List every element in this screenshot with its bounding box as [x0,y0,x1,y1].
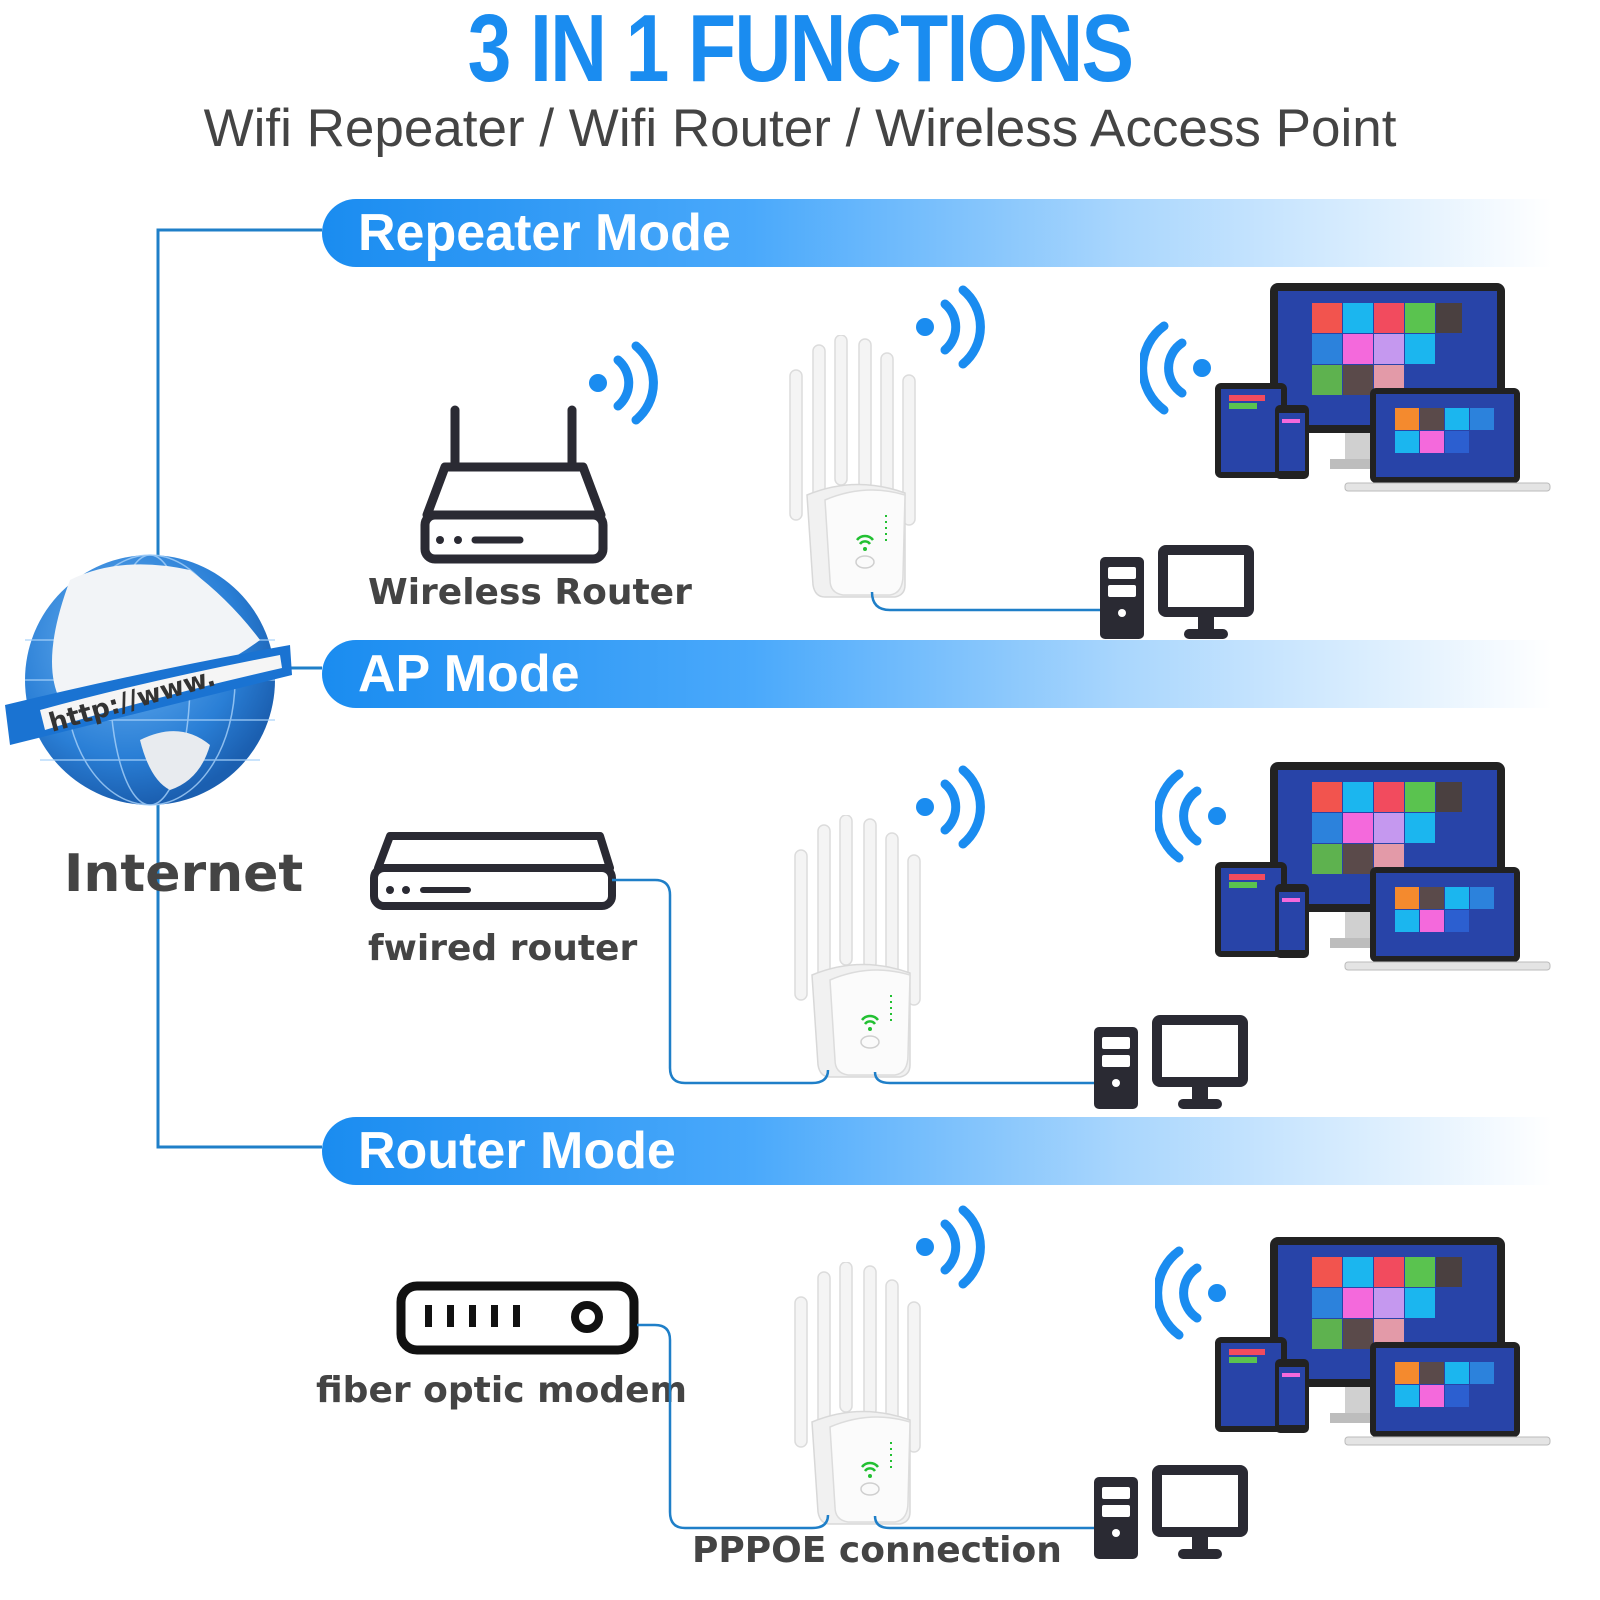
client-devices-icon [1214,1237,1551,1446]
wifi-signal-icon [915,282,995,377]
wifi-extender-icon [788,335,917,599]
client-devices-icon [1214,283,1551,492]
wireless-router-icon [420,405,608,564]
internet-label: Internet [64,844,304,904]
source-device-label: fwired router [368,928,638,969]
fiber-modem-icon [396,1281,639,1355]
wifi-extender-icon [793,815,922,1079]
wifi-signal-icon [915,1202,995,1297]
wired-router-icon [370,832,616,910]
desktop-pc-icon [1094,1465,1248,1559]
mode-band-repeater: Repeater Mode [322,199,1552,267]
wifi-signal-icon [915,762,995,857]
page-subtitle: Wifi Repeater / Wifi Router / Wireless A… [203,99,1397,158]
page-title: 3 IN 1 FUNCTIONS [467,0,1134,102]
connection-label: PPPOE connection [692,1530,1062,1571]
desktop-pc-icon [1100,545,1254,639]
mode-band-ap: AP Mode [322,640,1552,708]
client-devices-icon [1214,762,1551,971]
source-device-label: Wireless Router [368,572,692,613]
mode-label: Router Mode [358,1122,676,1180]
wifi-extender-icon [793,1262,922,1526]
wifi-signal-icon [588,338,668,433]
mode-label: AP Mode [358,645,580,703]
globe-icon: http://www. [5,554,292,806]
desktop-pc-icon [1094,1015,1248,1109]
mode-band-router: Router Mode [322,1117,1552,1185]
mode-label: Repeater Mode [358,204,731,262]
source-device-label: fiber optic modem [316,1370,688,1411]
